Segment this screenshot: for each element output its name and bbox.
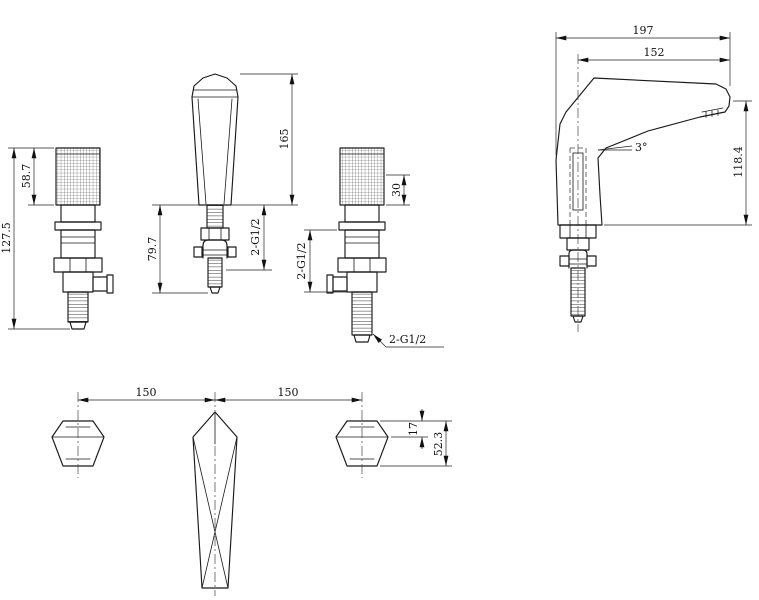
spout-body-side: [555, 77, 731, 226]
left-handle-front-view: [53, 147, 114, 330]
left-handle-thread-shank: [67, 291, 89, 323]
dim-label-handle-exposed: 30: [390, 183, 403, 197]
spout-side-view: [555, 54, 731, 332]
dim-label-plan-depth: 52.3: [432, 432, 445, 457]
thread-note-leader: [372, 333, 387, 348]
dim-label-spacing-left: 150: [136, 386, 157, 399]
side-mounting-bracket: [568, 249, 588, 269]
dim-label-outlet-height: 118.4: [732, 146, 745, 178]
dim-label-handle-upper: 58.7: [20, 164, 33, 189]
dim-label-spacing-right: 150: [278, 386, 299, 399]
spout-front-view: [191, 73, 239, 294]
dim-label-handle-thread-note: 2-G1/2: [389, 333, 426, 346]
aerator-face: [701, 107, 724, 113]
dim-label-plan-offset: 17: [407, 422, 420, 436]
right-handle-knurl: [339, 147, 385, 206]
spout-plan: [192, 411, 238, 589]
dim-label-spout-angle: 3°: [635, 141, 648, 154]
side-thread-shank: [570, 267, 586, 317]
spout-mounting-bracket: [202, 239, 228, 259]
dim-label-handle-shank-thread: 2-G1/2: [295, 242, 308, 279]
plan-view: [51, 392, 389, 596]
right-handle-thread-shank: [351, 291, 373, 336]
left-handle-knurl: [55, 147, 101, 206]
dimension-annotations: 58.7 127.5 165 79.7 2-G1/2 30 2-G1/2 2-G…: [0, 24, 752, 467]
dim-label-spout-under: 79.7: [146, 237, 159, 262]
dim-label-spout-height: 165: [278, 129, 291, 150]
spout-upper-thread: [206, 204, 224, 229]
dim-label-reach-total: 197: [633, 24, 654, 37]
dim-label-spout-shank-thread: 2-G1/2: [249, 218, 262, 255]
dim-label-handle-total: 127.5: [0, 222, 13, 254]
right-handle-front-view: [326, 147, 387, 343]
spout-lower-thread: [207, 257, 223, 288]
dim-label-reach-spout: 152: [644, 46, 665, 59]
